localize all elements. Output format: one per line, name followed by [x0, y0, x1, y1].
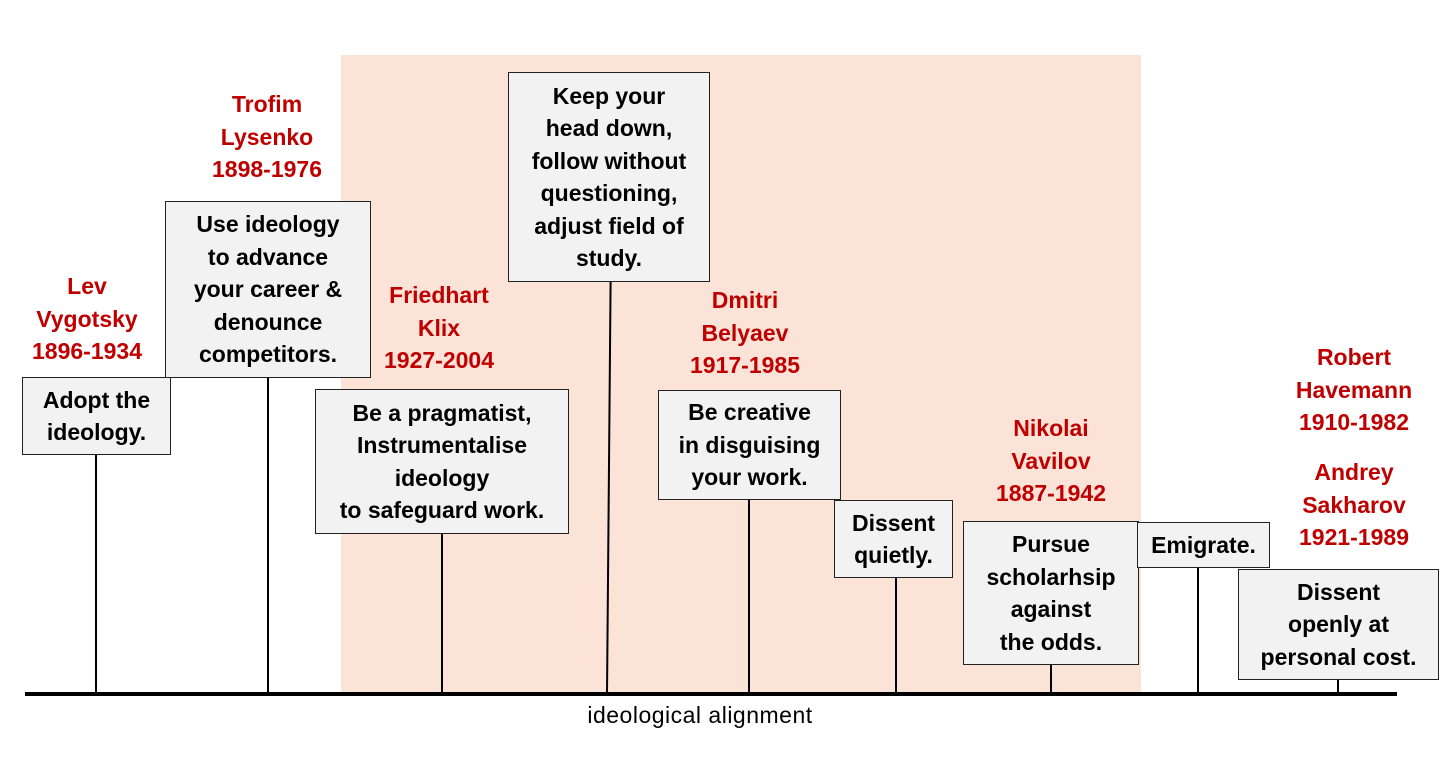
person-vavilov: Nikolai Vavilov 1887-1942: [996, 415, 1106, 506]
strategy-dissent-openly-box: Dissent openly at personal cost.: [1238, 569, 1439, 680]
axis-label: ideological alignment: [587, 702, 813, 728]
person-vygotsky: Lev Vygotsky 1896-1934: [32, 273, 142, 364]
stem-dissent-quietly: [895, 577, 897, 694]
stem-creative: [748, 499, 750, 694]
person-klix: Friedhart Klix 1927-2004: [384, 282, 494, 373]
strategy-pragmatist-box: Be a pragmatist, Instrumentalise ideolog…: [315, 389, 569, 534]
stem-pursue: [1050, 664, 1052, 694]
strategy-keep-head-down-box: Keep your head down, follow without ques…: [508, 72, 710, 282]
person-sakharov: Andrey Sakharov 1921-1989: [1299, 459, 1409, 550]
strategy-creative-box: Be creative in disguising your work.: [658, 390, 841, 500]
strategy-use-ideology-box: Use ideology to advance your career & de…: [165, 201, 371, 378]
strategy-dissent-quietly-box: Dissent quietly.: [834, 500, 953, 578]
strategy-emigrate-box: Emigrate.: [1137, 522, 1270, 568]
stem-pragmatist: [441, 533, 443, 694]
stem-dissent-openly: [1337, 679, 1339, 694]
person-belyaev: Dmitri Belyaev 1917-1985: [690, 287, 800, 378]
strategy-adopt-box: Adopt the ideology.: [22, 377, 171, 455]
stem-use: [267, 377, 269, 694]
stem-adopt: [95, 453, 97, 694]
person-lysenko: Trofim Lysenko 1898-1976: [212, 91, 322, 182]
alignment-axis: [25, 692, 1397, 696]
stem-emigrate: [1197, 567, 1199, 694]
strategy-pursue-box: Pursue scholarhsip against the odds.: [963, 521, 1139, 665]
person-havemann: Robert Havemann 1910-1982: [1295, 344, 1413, 435]
